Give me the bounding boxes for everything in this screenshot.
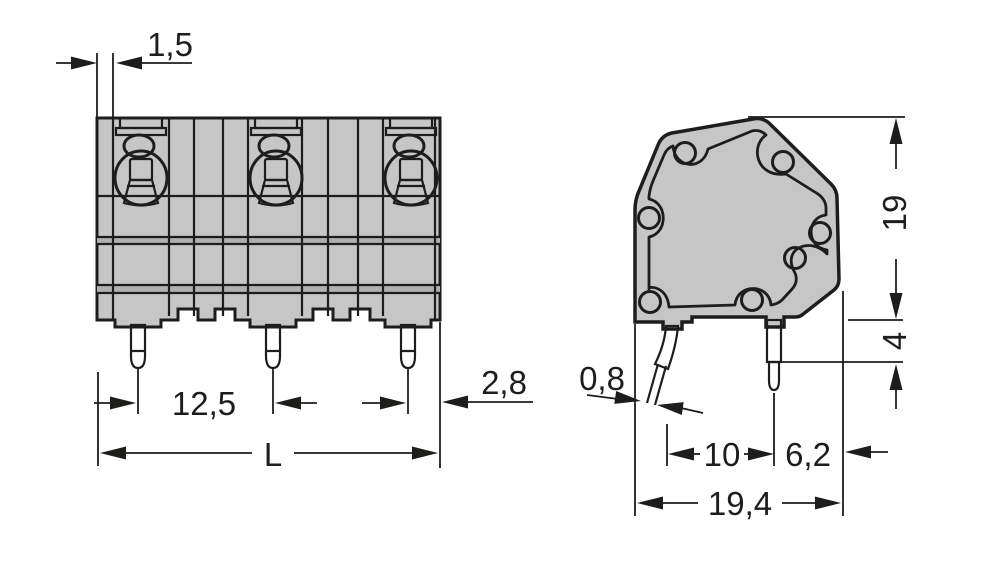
side-left-pin bbox=[645, 324, 680, 406]
pole-3 bbox=[383, 116, 439, 370]
solder-pin bbox=[264, 323, 282, 370]
side-dimensions: 19 4 0,8 10 6,2 bbox=[579, 116, 913, 522]
solder-pin bbox=[399, 323, 417, 370]
pole-2 bbox=[248, 116, 304, 370]
front-view bbox=[95, 116, 442, 370]
dimension-pin-width: 0,8 bbox=[579, 360, 704, 416]
dimension-end-wall: 1,5 bbox=[56, 26, 193, 70]
solder-pin bbox=[129, 323, 147, 370]
push-button bbox=[392, 178, 430, 207]
dim-depth-label: 19,4 bbox=[708, 485, 772, 522]
extension-lines bbox=[634, 116, 905, 516]
dimension-pin-offset: 2,8 bbox=[442, 364, 533, 409]
dimension-total-length: L bbox=[100, 436, 438, 473]
push-button bbox=[257, 178, 295, 207]
push-button bbox=[122, 178, 160, 207]
side-view bbox=[633, 116, 841, 406]
side-inner-contour bbox=[647, 129, 829, 309]
dimension-height: 19 bbox=[876, 118, 913, 319]
dim-pin-length-label: 4 bbox=[876, 332, 913, 350]
dim-height-label: 19 bbox=[876, 195, 913, 232]
dimension-total-depth: 19,4 bbox=[637, 485, 841, 522]
dim-pitch-label: 12,5 bbox=[172, 385, 236, 422]
actuation-recess-small bbox=[122, 133, 156, 159]
front-vertical-ribs bbox=[111, 118, 437, 320]
dimension-pitch: 12,5 bbox=[94, 385, 406, 422]
extension-lines bbox=[96, 53, 441, 468]
dim-end-wall-label: 1,5 bbox=[147, 26, 193, 63]
dimension-pin-length: 4 bbox=[876, 332, 913, 409]
dim-pin-width-label: 0,8 bbox=[579, 360, 625, 397]
side-mold-holes bbox=[637, 141, 832, 314]
actuation-recess-small bbox=[257, 133, 291, 159]
dimension-pin-spacing: 10 bbox=[668, 436, 774, 473]
front-dimensions: 1,5 12,5 2,8 L bbox=[56, 26, 533, 473]
dim-edge-offset-label: 6,2 bbox=[785, 436, 831, 473]
dimension-edge-offset: 6,2 bbox=[785, 436, 888, 473]
dim-length-label: L bbox=[264, 436, 282, 473]
side-right-pin bbox=[765, 318, 783, 392]
front-housing-body bbox=[95, 116, 442, 329]
dim-pin-offset-label: 2,8 bbox=[481, 364, 527, 401]
actuation-recess-small bbox=[392, 133, 426, 159]
dim-pin-spacing-label: 10 bbox=[704, 436, 741, 473]
